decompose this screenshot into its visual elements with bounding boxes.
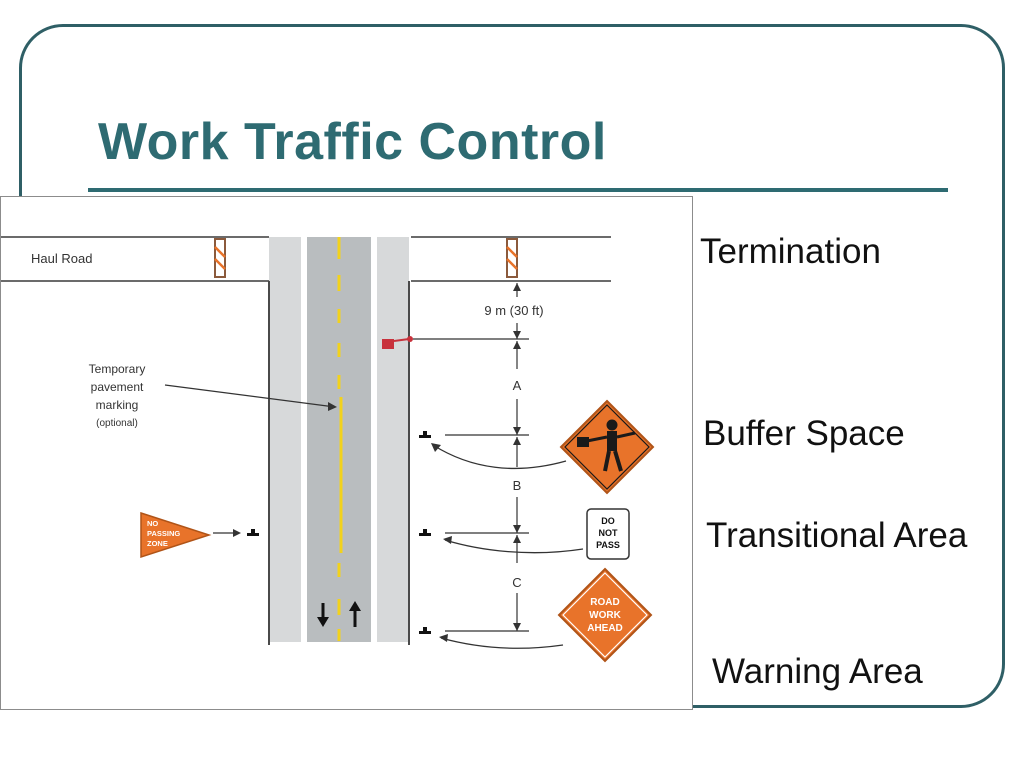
- direction-arrows: [317, 601, 361, 627]
- no-passing-line-2: PASSING: [147, 529, 180, 538]
- flagger-icon: [577, 419, 636, 472]
- marking-annotation: Temporary pavement marking (optional): [89, 362, 337, 429]
- distance-label: 9 m (30 ft): [484, 303, 543, 318]
- do-not-pass-line-1: DO: [601, 516, 615, 526]
- barricade-left: [214, 238, 226, 278]
- do-not-pass-sign: DO NOT PASS: [586, 508, 630, 560]
- work-zone-diagram: Haul Road: [0, 196, 693, 710]
- flagger-flag: [382, 336, 413, 349]
- flagger-ahead-sign: [559, 399, 655, 495]
- zone-label-buffer-space: Buffer Space: [703, 414, 905, 453]
- no-passing-zone-sign: NO PASSING ZONE: [140, 511, 212, 559]
- slide-title: Work Traffic Control: [98, 113, 607, 171]
- marking-optional-note: (optional): [96, 418, 138, 429]
- spacing-label-b: B: [513, 478, 522, 493]
- marking-label-line-2: pavement: [91, 380, 144, 394]
- zone-label-warning-area: Warning Area: [712, 652, 923, 691]
- haul-road-label: Haul Road: [31, 251, 92, 266]
- barricade-right: [506, 238, 518, 278]
- road-work-ahead-line-2: WORK: [589, 610, 621, 621]
- sign-post-markers: [247, 431, 431, 634]
- marking-label-line-3: marking: [96, 398, 139, 412]
- no-passing-line-3: ZONE: [147, 539, 168, 548]
- dimension-lines: [413, 283, 529, 632]
- sign-pointer-arrowheads: [233, 443, 452, 642]
- shoulder-left: [269, 237, 301, 642]
- zone-label-transitional-area: Transitional Area: [706, 516, 968, 555]
- marking-label-line-1: Temporary: [89, 362, 146, 376]
- do-not-pass-line-2: NOT: [599, 528, 619, 538]
- road-work-ahead-line-3: AHEAD: [587, 623, 623, 634]
- do-not-pass-line-3: PASS: [596, 540, 620, 550]
- spacing-label-c: C: [512, 575, 521, 590]
- travel-lanes: [307, 237, 371, 642]
- shoulder-right: [377, 237, 409, 642]
- road-work-ahead-sign: ROAD WORK AHEAD: [557, 567, 653, 663]
- road-work-ahead-line-1: ROAD: [590, 597, 619, 608]
- spacing-label-a: A: [513, 378, 522, 393]
- zone-label-termination: Termination: [700, 232, 881, 271]
- title-underline: [88, 188, 948, 192]
- no-passing-line-1: NO: [147, 519, 158, 528]
- diagram-svg: Haul Road: [1, 236, 655, 663]
